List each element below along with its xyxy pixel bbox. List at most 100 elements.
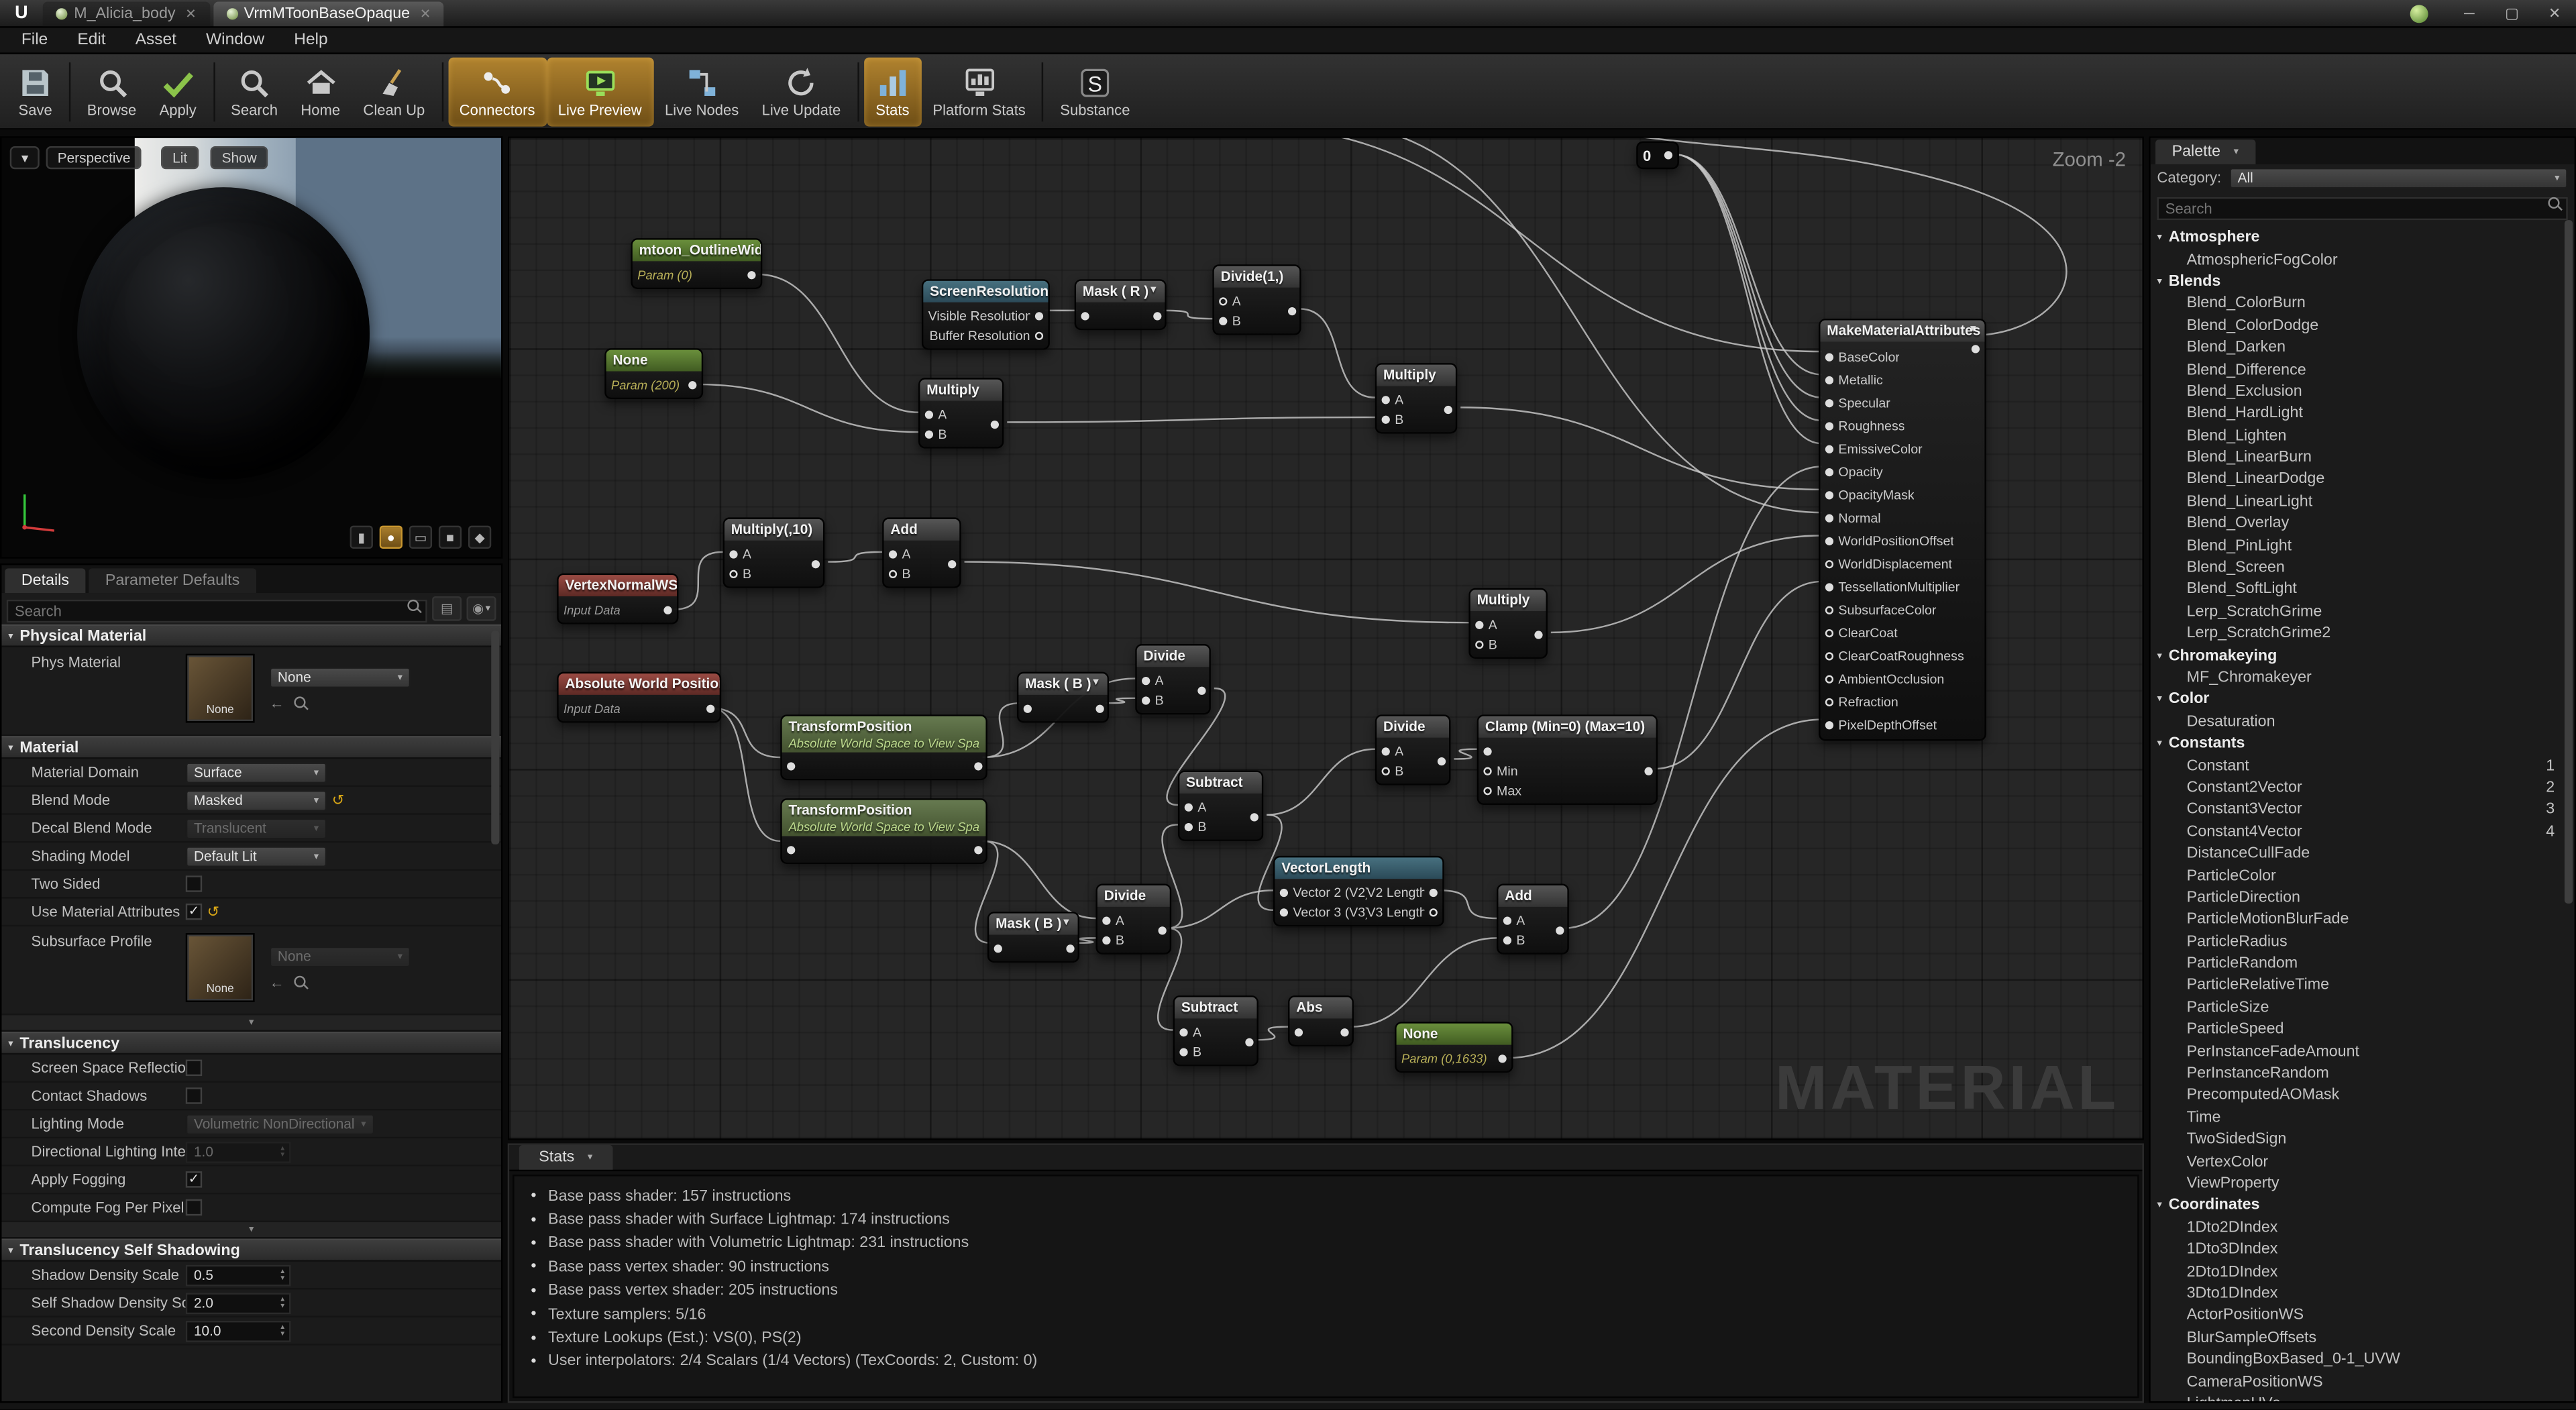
palette-item-lerp-scratchgrime[interactable]: Lerp_ScratchGrime bbox=[2186, 602, 2322, 621]
pin-connected[interactable] bbox=[1475, 620, 1484, 629]
editor-tab-vrmmtoonbaseopaque[interactable]: VrmMToonBaseOpaque✕ bbox=[213, 1, 444, 27]
palette-item-boundingboxbased-0-1-uvw[interactable]: BoundingBoxBased_0-1_UVW bbox=[2186, 1350, 2400, 1369]
expand-advanced-button[interactable]: ▾ bbox=[1, 1222, 501, 1239]
pin[interactable] bbox=[1825, 697, 1834, 706]
pin-connected[interactable] bbox=[1825, 352, 1834, 361]
dropdown-lighting-mode[interactable]: Volumetric NonDirectional▾ bbox=[185, 1113, 374, 1135]
pin-connected[interactable] bbox=[1971, 345, 1980, 354]
toolbar-button-live-nodes[interactable]: Live Nodes bbox=[653, 56, 751, 125]
pin-connected[interactable] bbox=[787, 761, 796, 770]
pin-connected[interactable] bbox=[1825, 720, 1834, 729]
pin[interactable] bbox=[1381, 766, 1390, 775]
palette-item-blend-pinlight[interactable]: Blend_PinLight bbox=[2186, 536, 2292, 555]
palette-item-1dto2dindex[interactable]: 1Dto2DIndex bbox=[2186, 1218, 2278, 1237]
pin-connected[interactable] bbox=[974, 846, 983, 855]
toolbar-button-live-update[interactable]: Live Update bbox=[750, 56, 852, 125]
pin-connected[interactable] bbox=[1294, 1027, 1303, 1036]
palette-section-atmosphere[interactable]: ▾Atmosphere bbox=[2157, 228, 2260, 247]
palette-item-blend-exclusion[interactable]: Blend_Exclusion bbox=[2186, 382, 2302, 401]
preview-shape-cube-icon[interactable]: ■ bbox=[438, 525, 462, 549]
palette-section-constants[interactable]: ▾Constants bbox=[2157, 735, 2245, 753]
pin-connected[interactable] bbox=[1498, 1054, 1507, 1063]
pin-connected[interactable] bbox=[1279, 887, 1289, 896]
toolbar-button-search[interactable]: Search bbox=[219, 56, 289, 125]
palette-item-particlerandom[interactable]: ParticleRandom bbox=[2186, 955, 2298, 973]
pin-connected[interactable] bbox=[994, 943, 1002, 953]
pin[interactable] bbox=[1825, 628, 1834, 637]
palette-section-blends[interactable]: ▾Blends bbox=[2157, 272, 2221, 291]
checkbox-apply-fogging[interactable]: ✓ bbox=[185, 1171, 203, 1188]
palette-item-lightmapuvs[interactable]: LightmapUVs bbox=[2151, 1393, 2575, 1401]
pin-connected[interactable] bbox=[1825, 536, 1834, 545]
checkbox-use-material-attributes[interactable]: ✓ bbox=[185, 903, 203, 920]
preview-shape-teapot-icon[interactable]: ◆ bbox=[468, 525, 492, 549]
checkbox-two-sided[interactable] bbox=[185, 875, 203, 892]
pin-connected[interactable] bbox=[1184, 822, 1193, 830]
pin-connected[interactable] bbox=[747, 270, 756, 279]
pin-connected[interactable] bbox=[1444, 405, 1452, 415]
section-header-physical-material[interactable]: ▾Physical Material bbox=[1, 624, 501, 647]
palette-item-blend-screen[interactable]: Blend_Screen bbox=[2186, 558, 2285, 577]
filter-icon[interactable]: ▤ bbox=[432, 596, 462, 621]
close-tab-icon[interactable]: ✕ bbox=[185, 6, 197, 21]
menu-window[interactable]: Window bbox=[206, 31, 265, 50]
checkbox-compute-fog-per-pixel[interactable] bbox=[185, 1199, 203, 1216]
dropdown-phys-material[interactable]: None▾ bbox=[269, 666, 411, 688]
palette-item-distancecullfade[interactable]: DistanceCullFade bbox=[2186, 845, 2310, 863]
palette-item-camerapositionws[interactable]: CameraPositionWS bbox=[2186, 1372, 2323, 1391]
palette-item-perinstancefadeamount[interactable]: PerInstanceFadeAmount bbox=[2186, 1042, 2359, 1061]
viewport-button-show[interactable]: Show bbox=[210, 146, 268, 170]
preview-shape-sphere-icon[interactable]: ● bbox=[379, 525, 403, 549]
pin-connected[interactable] bbox=[1034, 311, 1044, 320]
pin-connected[interactable] bbox=[1483, 747, 1492, 755]
pin-connected[interactable] bbox=[1179, 1027, 1188, 1036]
toolbar-button-browse[interactable]: Browse bbox=[76, 56, 148, 125]
menu-file[interactable]: File bbox=[21, 31, 48, 50]
palette-section-coordinates[interactable]: ▾Coordinates bbox=[2157, 1196, 2260, 1215]
viewport-options-dropdown[interactable]: ▾ bbox=[9, 146, 40, 170]
palette-item-particlespeed[interactable]: ParticleSpeed bbox=[2186, 1020, 2284, 1039]
viewport-button-lit[interactable]: Lit bbox=[161, 146, 199, 170]
pin-connected[interactable] bbox=[1825, 444, 1834, 453]
maximize-button[interactable]: ▢ bbox=[2505, 4, 2519, 21]
palette-item-blend-linearburn[interactable]: Blend_LinearBurn bbox=[2186, 448, 2312, 467]
palette-item-blend-lighten[interactable]: Blend_Lighten bbox=[2186, 427, 2287, 445]
pin[interactable] bbox=[729, 569, 738, 578]
menu-asset[interactable]: Asset bbox=[135, 31, 176, 50]
pin-connected[interactable] bbox=[1095, 704, 1104, 713]
reset-to-default-icon[interactable]: ↺ bbox=[331, 791, 345, 808]
palette-item-blend-softlight[interactable]: Blend_SoftLight bbox=[2186, 580, 2297, 599]
toolbar-button-platform-stats[interactable]: Platform Stats bbox=[921, 56, 1037, 125]
pin-connected[interactable] bbox=[1158, 926, 1167, 935]
palette-item-time[interactable]: Time bbox=[2186, 1108, 2221, 1127]
palette-item-particleradius[interactable]: ParticleRadius bbox=[2186, 932, 2288, 951]
pin-connected[interactable] bbox=[1429, 887, 1438, 896]
tab-details[interactable]: Details bbox=[5, 568, 86, 594]
pin-connected[interactable] bbox=[787, 845, 796, 854]
pin-connected[interactable] bbox=[1219, 316, 1228, 325]
pin-connected[interactable] bbox=[1825, 398, 1834, 407]
editor-tab-m-alicia-body[interactable]: M_Alicia_body✕ bbox=[42, 1, 210, 27]
palette-item-desaturation[interactable]: Desaturation bbox=[2186, 712, 2275, 731]
pin-connected[interactable] bbox=[1503, 935, 1512, 944]
pin-connected[interactable] bbox=[1197, 686, 1206, 695]
pin[interactable] bbox=[1219, 296, 1228, 305]
menu-edit[interactable]: Edit bbox=[77, 31, 106, 50]
pin-connected[interactable] bbox=[1142, 696, 1150, 704]
browse-asset-icon[interactable] bbox=[294, 975, 306, 987]
pin-connected[interactable] bbox=[1825, 490, 1834, 499]
toolbar-button-save[interactable]: Save bbox=[7, 56, 64, 125]
dropdown-shading-model[interactable]: Default Lit▾ bbox=[185, 845, 327, 867]
pin-connected[interactable] bbox=[1381, 394, 1390, 404]
palette-item-1dto3dindex[interactable]: 1Dto3DIndex bbox=[2186, 1240, 2278, 1259]
